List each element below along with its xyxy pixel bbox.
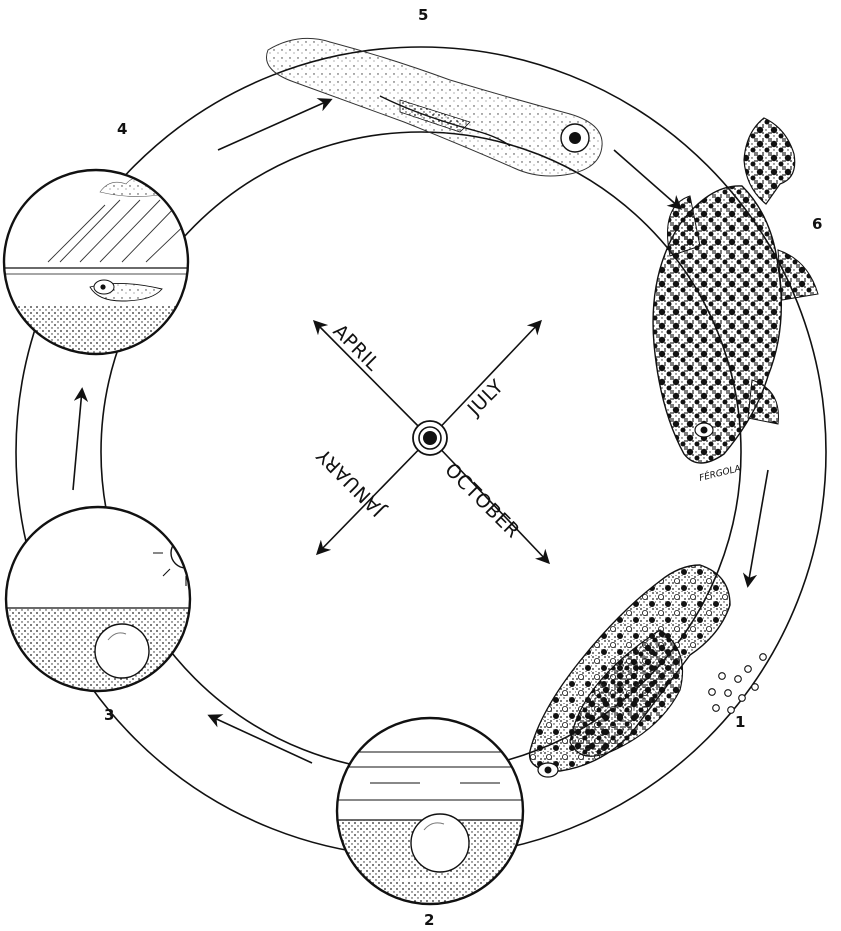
stage-6-adult-fish: FÉRGOLA [653, 118, 818, 484]
month-cross: APRIL JULY JANUARY OCTOBER [312, 320, 548, 562]
stage-3-vignette [0, 507, 209, 708]
stage-2-vignette [330, 718, 540, 910]
artist-signature: FÉRGOLA [698, 462, 742, 484]
stage-5-larva [266, 38, 602, 176]
stage-label-2: 2 [424, 911, 434, 929]
egg-icon [95, 624, 149, 678]
month-april: APRIL [329, 320, 384, 375]
month-july: JULY [463, 375, 508, 420]
stage-label-5: 5 [418, 6, 428, 24]
center-sun-core [423, 431, 437, 445]
stage-label-6: 6 [812, 215, 822, 233]
stage-1-spawning-fish [530, 565, 767, 777]
month-october: OCTOBER [440, 459, 524, 543]
stage-label-3: 3 [104, 706, 114, 724]
stage-label-1: 1 [735, 713, 745, 731]
stage-label-4: 4 [117, 120, 127, 138]
month-january: JANUARY [312, 444, 389, 521]
